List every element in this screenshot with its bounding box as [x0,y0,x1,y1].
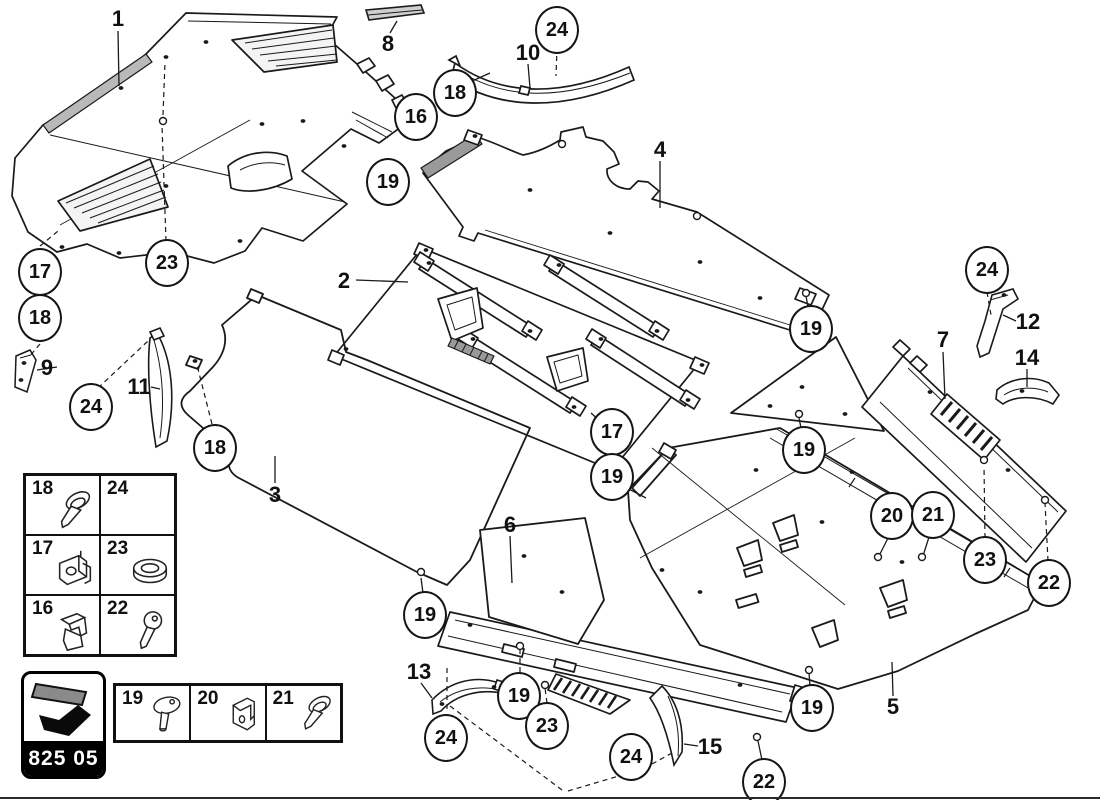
fastener-legend-table-2: 19 20 21 [113,683,343,743]
legend-cell-23: 23 [100,535,175,595]
part-label-7: 7 [936,327,950,352]
callout-18[interactable]: 18 [193,424,237,472]
callout-24[interactable]: 24 [609,733,653,781]
spring-clip-icon [52,608,98,654]
legend-number: 17 [32,538,54,559]
legend-number: 23 [107,538,129,559]
legend-cell-17: 17 [25,535,100,595]
part-label-2: 2 [337,268,351,293]
part-4-panel [420,126,830,332]
callout-23[interactable]: 23 [145,239,189,287]
legend-cell-21: 21 [265,685,341,741]
washer-screw-icon [145,693,187,739]
part-9-bracket [14,349,37,394]
legend-number: 24 [107,478,129,499]
callout-19[interactable]: 19 [782,426,826,474]
part-7-plate-grille [861,339,1067,563]
clip-icon [221,693,263,739]
part-15-bracket [648,684,684,768]
legend-cell-24: 24 [100,475,175,535]
callout-16[interactable]: 16 [394,93,438,141]
legend-number: 20 [197,688,219,709]
screw-icon [127,608,173,654]
callout-18[interactable]: 18 [433,69,477,117]
callout-20[interactable]: 20 [870,492,914,540]
leader-lines-dashed [28,46,1049,792]
part-label-15: 15 [697,734,723,759]
legend-number: 21 [272,688,294,709]
part-label-9: 9 [40,355,54,380]
callout-19[interactable]: 19 [403,591,447,639]
rivet-icon [52,488,98,534]
part-10-arch-strip [447,54,636,104]
part-8-strip [364,4,426,21]
part-1-panel [11,12,408,264]
part-label-13: 13 [406,659,432,684]
callout-23[interactable]: 23 [963,536,1007,584]
callout-17[interactable]: 17 [18,248,62,296]
part-label-3: 3 [268,482,282,507]
part-11-bracket [147,326,173,449]
legend-number: 16 [32,598,54,619]
part-label-14: 14 [1014,345,1040,370]
legend-number: 22 [107,598,129,619]
part-label-4: 4 [653,137,667,162]
callout-23[interactable]: 23 [525,702,569,750]
part-label-8: 8 [381,31,395,56]
part-label-5: 5 [886,694,900,719]
bottom-sill-rail [437,611,812,723]
legend-cell-20: 20 [190,685,266,741]
callout-19[interactable]: 19 [590,453,634,501]
part-13-bracket [431,678,509,716]
callout-19[interactable]: 19 [790,684,834,732]
callout-24[interactable]: 24 [424,714,468,762]
legend-cell-19: 19 [115,685,191,741]
arrow-icon [24,674,103,741]
callout-19[interactable]: 19 [366,158,410,206]
legend-cell-16: 16 [25,595,100,655]
rivet-icon [296,693,338,739]
legend-number: 18 [32,478,54,499]
fastener-dots [18,40,1025,706]
legend-cell-18: 18 [25,475,100,535]
part-12-bracket [976,288,1020,359]
callout-24[interactable]: 24 [965,246,1009,294]
callout-22[interactable]: 22 [742,758,786,800]
callout-21[interactable]: 21 [911,491,955,539]
page-bottom-border [0,797,1100,799]
part-label-12: 12 [1015,309,1041,334]
part-label-1: 1 [111,6,125,31]
grommet-icon [127,548,173,594]
clip-nut-icon [52,548,98,594]
callout-17[interactable]: 17 [590,408,634,456]
callout-19[interactable]: 19 [789,305,833,353]
part-label-11: 11 [127,374,151,399]
legend-cell-22: 22 [100,595,175,655]
callout-18[interactable]: 18 [18,294,62,342]
part-label-6: 6 [503,512,517,537]
fastener-legend-table: 18 24 17 23 16 22 [23,473,177,657]
legend-number: 19 [122,688,144,709]
callout-22[interactable]: 22 [1027,559,1071,607]
callout-24[interactable]: 24 [535,6,579,54]
part-group-code: 825 05 [24,741,103,776]
callout-24[interactable]: 24 [69,383,113,431]
fastener-rings [158,116,1050,742]
part-label-10: 10 [515,40,541,65]
part-group-badge: 825 05 [21,671,106,779]
part-14-bracket [995,377,1060,406]
